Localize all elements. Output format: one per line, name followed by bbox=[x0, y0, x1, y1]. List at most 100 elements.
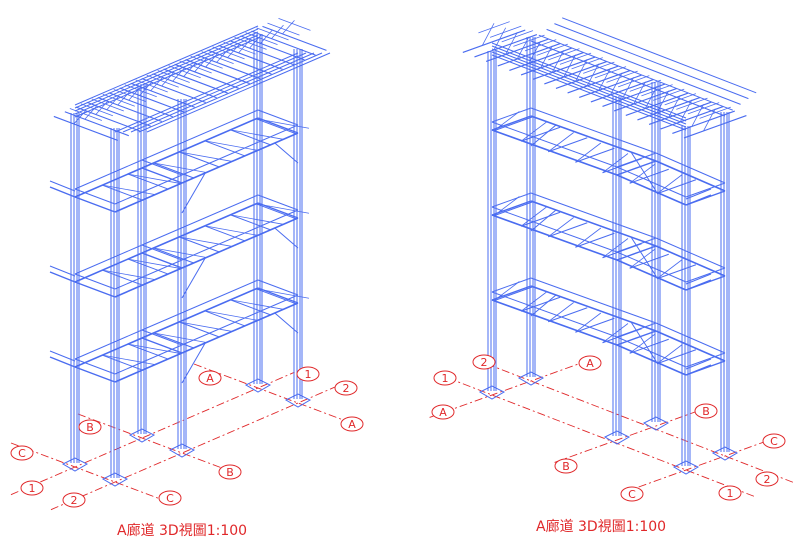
floor-beam bbox=[114, 344, 183, 375]
floor-joist bbox=[548, 307, 588, 323]
knee-brace bbox=[274, 142, 299, 164]
cross-beam bbox=[74, 358, 116, 375]
footing bbox=[478, 385, 506, 400]
roof-rafter bbox=[544, 61, 607, 85]
floor-joist bbox=[520, 126, 561, 142]
floor-beam bbox=[181, 124, 299, 176]
floor-joist bbox=[204, 140, 246, 157]
floor-brace bbox=[493, 281, 520, 302]
floor-beam bbox=[616, 174, 687, 206]
floor-beam bbox=[114, 352, 183, 383]
floor-joist bbox=[204, 225, 246, 242]
floor-beam bbox=[616, 344, 687, 376]
cross-beam bbox=[141, 337, 183, 354]
floor-brace bbox=[204, 225, 258, 236]
cross-beam bbox=[257, 194, 299, 211]
grid-bubble-label: A bbox=[206, 372, 214, 385]
grid-bubble bbox=[10, 445, 34, 461]
floor-joist bbox=[179, 151, 220, 168]
cross-beam bbox=[141, 159, 183, 176]
grid-bubble-label: 2 bbox=[343, 382, 350, 395]
roof-rafter bbox=[212, 46, 245, 60]
grid-bubble-label: A bbox=[439, 406, 447, 419]
knee-brace bbox=[274, 312, 299, 334]
roof-purlin bbox=[74, 25, 259, 106]
floor-brace bbox=[548, 217, 574, 238]
floor-joist bbox=[602, 158, 642, 174]
footing bbox=[711, 446, 739, 461]
cantilever-beam bbox=[685, 194, 712, 206]
floor-beam bbox=[141, 202, 259, 254]
floor-brace bbox=[493, 196, 520, 217]
floor-beam bbox=[491, 206, 618, 253]
floor-joist bbox=[548, 222, 588, 238]
roof-rafter bbox=[583, 61, 615, 74]
roof-rafter bbox=[478, 21, 510, 34]
gridline-1 bbox=[453, 379, 755, 497]
floor-beam bbox=[491, 291, 618, 338]
floor-beam bbox=[141, 194, 259, 246]
grid-bubble-label: C bbox=[166, 492, 174, 505]
floor-joist bbox=[629, 338, 669, 354]
floor-brace bbox=[153, 162, 207, 173]
roof-rafter bbox=[683, 115, 747, 139]
knee-brace bbox=[530, 124, 557, 147]
floor-brace bbox=[629, 333, 656, 354]
knee-brace bbox=[530, 294, 557, 317]
roof-rafter bbox=[520, 52, 584, 76]
grid-bubble bbox=[158, 490, 182, 506]
grid-bubble-label: B bbox=[702, 405, 710, 418]
roof-rafter bbox=[135, 79, 168, 93]
roof-rafter bbox=[687, 102, 720, 115]
grid-bubble bbox=[755, 471, 779, 487]
floor-beam bbox=[74, 167, 143, 198]
roof-rafter bbox=[278, 18, 311, 31]
roof-rafter bbox=[163, 68, 228, 94]
floor-beam bbox=[530, 115, 657, 162]
floor-joist bbox=[153, 247, 194, 264]
floor-brace bbox=[575, 142, 602, 163]
roof-rafter bbox=[179, 60, 212, 74]
floor-beam bbox=[655, 237, 726, 269]
roof-rafter bbox=[152, 73, 217, 99]
floor-brace bbox=[127, 343, 181, 354]
knee-brace bbox=[630, 151, 657, 192]
roof-rafter bbox=[548, 48, 580, 61]
roof-rafter bbox=[69, 108, 102, 121]
roof-rafter bbox=[652, 88, 685, 101]
footing bbox=[603, 430, 631, 445]
floor-beam bbox=[114, 259, 183, 290]
knee-brace bbox=[630, 321, 657, 362]
floor-joist bbox=[520, 211, 561, 227]
gridline-A bbox=[193, 363, 355, 425]
gridline-2 bbox=[492, 365, 794, 483]
cantilever-beam bbox=[49, 356, 76, 368]
roof-purlin bbox=[491, 54, 687, 131]
roof-rafter bbox=[141, 78, 206, 104]
floor-brace bbox=[520, 121, 547, 142]
roof-rafter bbox=[119, 87, 184, 113]
footing bbox=[101, 472, 129, 487]
roof-rafter bbox=[602, 83, 666, 107]
roof-rafter bbox=[672, 110, 735, 134]
cross-beam bbox=[491, 192, 532, 208]
cross-beam bbox=[141, 252, 183, 269]
roof-rafter bbox=[629, 79, 662, 92]
roof-purlin bbox=[114, 52, 299, 133]
roof-rafter bbox=[97, 96, 162, 123]
floor-joist bbox=[255, 118, 297, 135]
floor-brace bbox=[102, 269, 156, 281]
floor-brace bbox=[230, 129, 284, 140]
floor-joist bbox=[179, 236, 220, 253]
floor-beam bbox=[181, 209, 299, 261]
cross-beam bbox=[491, 277, 532, 293]
grid-bubble bbox=[78, 419, 102, 435]
roof-rafter bbox=[251, 30, 316, 56]
roof-rafter bbox=[113, 89, 146, 102]
grid-bubble-label: 1 bbox=[305, 368, 312, 381]
roof-rafter bbox=[223, 41, 256, 55]
floor-brace bbox=[179, 151, 233, 162]
floor-beam bbox=[181, 294, 299, 346]
grid-bubble-label: B bbox=[562, 460, 570, 473]
grid-bubble-label: 1 bbox=[29, 482, 36, 495]
